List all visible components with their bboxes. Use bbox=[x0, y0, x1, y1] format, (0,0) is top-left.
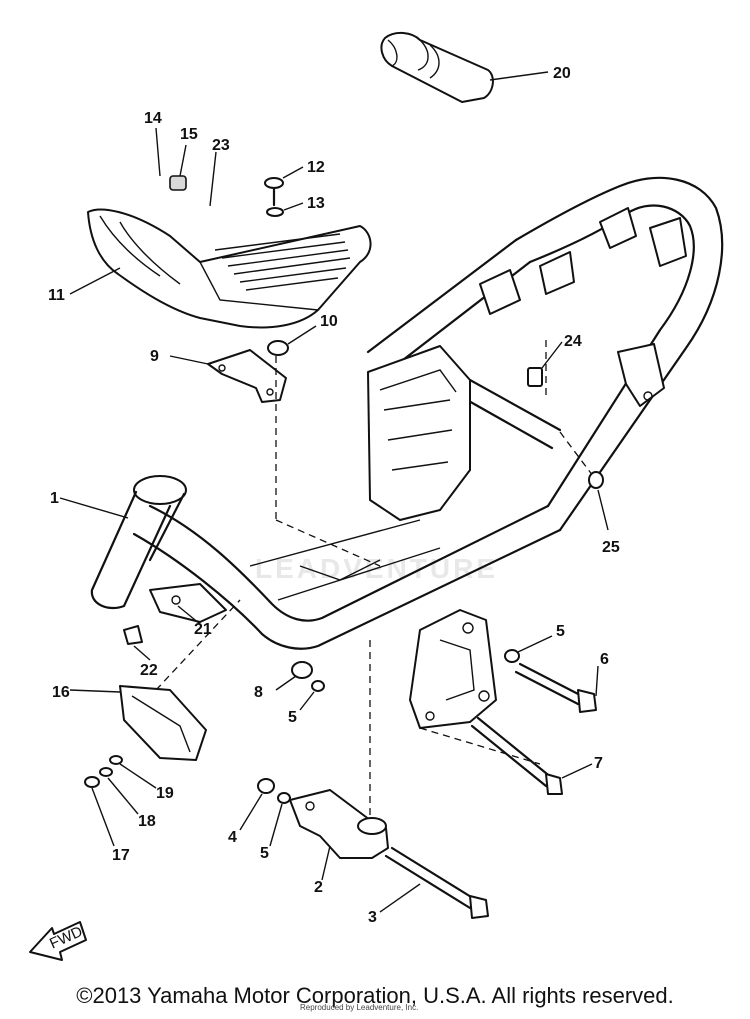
part-5-washer-right bbox=[504, 649, 520, 663]
callout-16: 16 bbox=[52, 684, 70, 701]
callout-1: 1 bbox=[50, 490, 59, 507]
callout-5-low: 5 bbox=[260, 845, 269, 862]
leader-1 bbox=[59, 497, 129, 519]
part-3-bolt bbox=[384, 846, 489, 919]
callout-6: 6 bbox=[600, 651, 609, 668]
fwd-arrow-icon: FWD bbox=[29, 921, 87, 961]
part-18-washer bbox=[99, 767, 113, 777]
leader-14 bbox=[155, 127, 161, 177]
part-15-clip bbox=[169, 175, 187, 191]
callout-25: 25 bbox=[602, 539, 620, 556]
callout-3: 3 bbox=[368, 909, 377, 926]
leader-8 bbox=[275, 675, 297, 691]
callout-4: 4 bbox=[228, 829, 237, 846]
leader-11 bbox=[69, 267, 121, 295]
callout-5-right: 5 bbox=[556, 623, 565, 640]
leader-17 bbox=[91, 787, 115, 847]
leader-21 bbox=[177, 605, 201, 625]
callout-23: 23 bbox=[212, 137, 230, 154]
leader-20 bbox=[489, 71, 549, 81]
align-line-f bbox=[559, 431, 597, 481]
leader-3 bbox=[379, 883, 421, 913]
leader-25 bbox=[597, 489, 609, 531]
callout-19: 19 bbox=[156, 785, 174, 802]
callout-10: 10 bbox=[320, 313, 338, 330]
leader-5-low bbox=[269, 803, 283, 847]
leader-6 bbox=[595, 665, 599, 697]
part-1-frame bbox=[90, 176, 724, 729]
callout-24: 24 bbox=[564, 333, 582, 350]
part-16-guard bbox=[119, 685, 207, 761]
part-19-washer bbox=[109, 755, 123, 765]
leader-7 bbox=[561, 763, 593, 779]
leader-23 bbox=[209, 151, 217, 207]
leader-4 bbox=[239, 793, 263, 831]
align-line-d bbox=[419, 727, 541, 765]
part-6-bolt bbox=[514, 662, 597, 713]
part-11-floor-panel bbox=[87, 208, 372, 329]
callout-5-mid: 5 bbox=[288, 709, 297, 726]
part-13-washer bbox=[266, 207, 284, 217]
part-2-mount-bracket bbox=[289, 789, 389, 859]
part-17-bolt bbox=[84, 776, 100, 788]
part-8-collar bbox=[291, 661, 313, 679]
part-7-bolt bbox=[470, 716, 563, 795]
part-12-screw bbox=[264, 177, 284, 207]
part-5-washer-mid bbox=[311, 680, 325, 692]
callout-15: 15 bbox=[180, 126, 198, 143]
leader-12 bbox=[282, 166, 304, 179]
copyright-notice: ©2013 Yamaha Motor Corporation, U.S.A. A… bbox=[76, 983, 674, 1008]
align-line-g bbox=[155, 599, 241, 691]
callout-9: 9 bbox=[150, 348, 159, 365]
callout-13: 13 bbox=[307, 195, 325, 212]
leader-2 bbox=[321, 845, 331, 881]
leader-5-right bbox=[517, 635, 553, 653]
leader-16 bbox=[69, 689, 121, 693]
callout-20: 20 bbox=[553, 65, 571, 82]
part-22-clip bbox=[123, 625, 143, 645]
part-10-nut bbox=[267, 340, 289, 356]
part-24-plate bbox=[527, 367, 543, 387]
callout-21: 21 bbox=[194, 621, 212, 638]
part-25-collar bbox=[588, 471, 604, 489]
leader-18 bbox=[107, 777, 139, 815]
reproduced-notice: Reproduced by Leadventure, Inc. bbox=[300, 1003, 419, 1012]
part-4-nut bbox=[257, 778, 275, 794]
callout-22: 22 bbox=[140, 662, 158, 679]
part-5-washer-low bbox=[277, 792, 291, 804]
leader-9 bbox=[169, 355, 209, 365]
callout-18: 18 bbox=[138, 813, 156, 830]
leader-10 bbox=[287, 325, 317, 345]
callout-7: 7 bbox=[594, 755, 603, 772]
leader-22 bbox=[133, 645, 151, 661]
align-line-b bbox=[275, 519, 381, 567]
leader-19 bbox=[119, 763, 157, 789]
leader-24 bbox=[541, 341, 563, 369]
callout-12: 12 bbox=[307, 159, 325, 176]
callout-14: 14 bbox=[144, 110, 162, 127]
callout-11: 11 bbox=[48, 287, 65, 304]
callout-17: 17 bbox=[112, 847, 130, 864]
part-20-grip bbox=[380, 32, 494, 103]
callout-8: 8 bbox=[254, 684, 263, 701]
leader-5-mid bbox=[299, 691, 315, 711]
leader-15 bbox=[179, 144, 187, 177]
callout-2: 2 bbox=[314, 879, 323, 896]
part-9-bracket bbox=[207, 349, 287, 403]
leader-13 bbox=[283, 202, 304, 211]
